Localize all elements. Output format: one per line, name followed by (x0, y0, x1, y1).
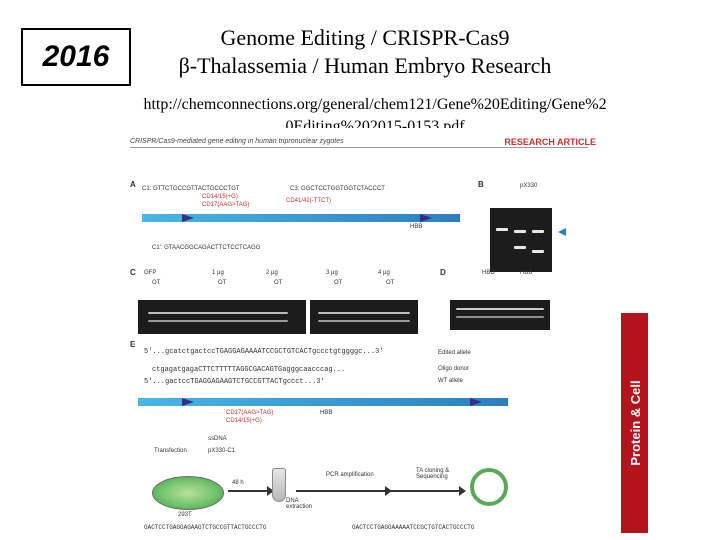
workflow-time: 48 h (232, 480, 244, 486)
panel-c-gel-right (310, 300, 418, 334)
panel-e-seq-1: 5'...gcatctgactccTGAGGAGAAAATCCGCTGTCACT… (144, 348, 384, 356)
panel-c-gel-left (138, 300, 306, 334)
gel-band (532, 230, 544, 233)
gel-band (532, 250, 544, 253)
panel-c-ot-5: OT (386, 280, 395, 286)
workflow-cells: 293T (178, 512, 192, 518)
panel-c-ot-1: OT (152, 280, 161, 286)
gel-band (456, 308, 544, 310)
panel-e-gene-bar (138, 398, 508, 406)
panel-b-label: pX330 (520, 183, 538, 189)
gel-band (514, 230, 526, 233)
panel-c-group-1ug: 1 μg (212, 270, 224, 276)
panel-e-seq-2: ctgagatgagaCTTCTTTTTAGGCGACAGTGagggcaacc… (152, 366, 346, 374)
panel-a-mutation-1: CD14/15(+G) (202, 194, 238, 200)
workflow-ssdna: ssDNA (208, 436, 227, 442)
workflow-arrow-1 (228, 486, 274, 496)
panel-e-mutation-2: CD14/15(+G) (226, 418, 262, 424)
panel-label-d: D (440, 268, 446, 277)
panel-c-group-3ug: 3 μg (326, 270, 338, 276)
panel-c-group-4ug: 4 μg (378, 270, 390, 276)
panel-e-legend-wt: WT allele (438, 378, 463, 384)
workflow-transfection: Transfection (154, 448, 187, 454)
gel-band (496, 228, 508, 231)
panel-a-mutation-3: CD41/42(-TTCT) (286, 198, 332, 204)
panel-a-seq-top-right: C3: GGCTCCTGGTGGTCTACCCT (290, 186, 385, 192)
panel-label-e: E (130, 340, 136, 349)
panel-e-legend-oligo: Oligo donor (438, 366, 470, 372)
bottom-seq-left: GACTCCTGAGGAGAAGTCTGCCGTTACTGCCCTG (144, 524, 267, 531)
gel-band (514, 246, 526, 249)
panel-d-label-hbb: HBB (520, 270, 533, 276)
workflow-arrow-2 (296, 486, 392, 496)
panel-e-seq-3: 5'...gactccTGAGGAGAAGTCTGCCGTTACTgccct..… (144, 378, 325, 386)
workflow-ta-cloning: TA cloning & Sequencing (416, 468, 450, 480)
source-url-line-1[interactable]: http://chemconnections.org/general/chem1… (143, 96, 607, 113)
cell-culture-dish (152, 476, 224, 510)
panel-label-c: C (130, 268, 136, 277)
panel-c-group-2ug: 2 μg (266, 270, 278, 276)
panel-e-exon-arrow-2 (470, 398, 482, 406)
workflow-pcr: PCR amplification (326, 472, 374, 478)
panel-a-seq-top-left: C1: GTTCTGCCGTTACTGCCCTGT (142, 186, 240, 192)
title-line-2: β-Thalassemia / Human Embryo Research (178, 53, 552, 78)
bottom-seq-right: GACTCCTGAGGAAAAATCCGCTGTCACTGCCCTG (352, 524, 475, 531)
panel-c-ot-2: OT (218, 280, 227, 286)
panel-b-gel (490, 208, 552, 272)
gel-band (148, 320, 288, 322)
figure-caption: CRISPR/Cas9-mediated gene editing in hum… (130, 138, 344, 145)
panel-e-gene-label: HBB (320, 410, 333, 416)
panel-a-exon-arrow-1 (182, 214, 194, 222)
gel-band (318, 312, 410, 314)
panel-c-ot-3: OT (274, 280, 283, 286)
workflow-plasmid: pX330-C1 (208, 448, 236, 454)
panel-a-gene-bar (142, 214, 460, 222)
workflow-dna-extraction: DNA extraction (286, 498, 313, 510)
research-figure: CRISPR/Cas9-mediated gene editing in hum… (90, 128, 648, 540)
panel-a-mutation-2: CD17(AAG>TAG) (202, 202, 250, 208)
panel-c-group-gfp: GFP (144, 270, 157, 276)
year-text: 2016 (42, 40, 110, 73)
panel-b-marker-arrow (558, 228, 566, 236)
ta-cloning-plasmid (470, 468, 508, 506)
panel-a-exon-arrow-2 (420, 214, 432, 222)
slide-title: Genome Editing / CRISPR-Cas9 β-Thalassem… (150, 24, 580, 80)
title-line-1: Genome Editing / CRISPR-Cas9 (220, 25, 510, 50)
panel-e-legend-edited: Edited allele (438, 350, 471, 356)
workflow-arrow-3 (390, 486, 466, 496)
figure-top-rule (130, 147, 588, 148)
panel-c-ot-4: OT (334, 280, 343, 286)
gel-band (318, 320, 410, 322)
panel-a-seq-bottom: C1': GTAACGGCAGACTTCTCCTCAGG (152, 245, 261, 251)
journal-band (621, 313, 648, 533)
panel-label-a: A (130, 180, 136, 189)
panel-d-gel (450, 300, 550, 330)
extraction-tube (272, 468, 286, 502)
year-badge: 2016 (21, 28, 131, 86)
gel-band (456, 316, 544, 318)
gel-band (148, 312, 288, 314)
panel-label-b: B (478, 180, 484, 189)
panel-e-exon-arrow-1 (182, 398, 194, 406)
panel-d-label-hbd: HBD (482, 270, 495, 276)
journal-name: Protein & Cell (627, 380, 643, 466)
panel-e-mutation-1: CD17(AAG>TAG) (226, 410, 274, 416)
panel-a-gene-label: HBB (410, 224, 423, 230)
article-type: RESEARCH ARTICLE (504, 137, 596, 147)
